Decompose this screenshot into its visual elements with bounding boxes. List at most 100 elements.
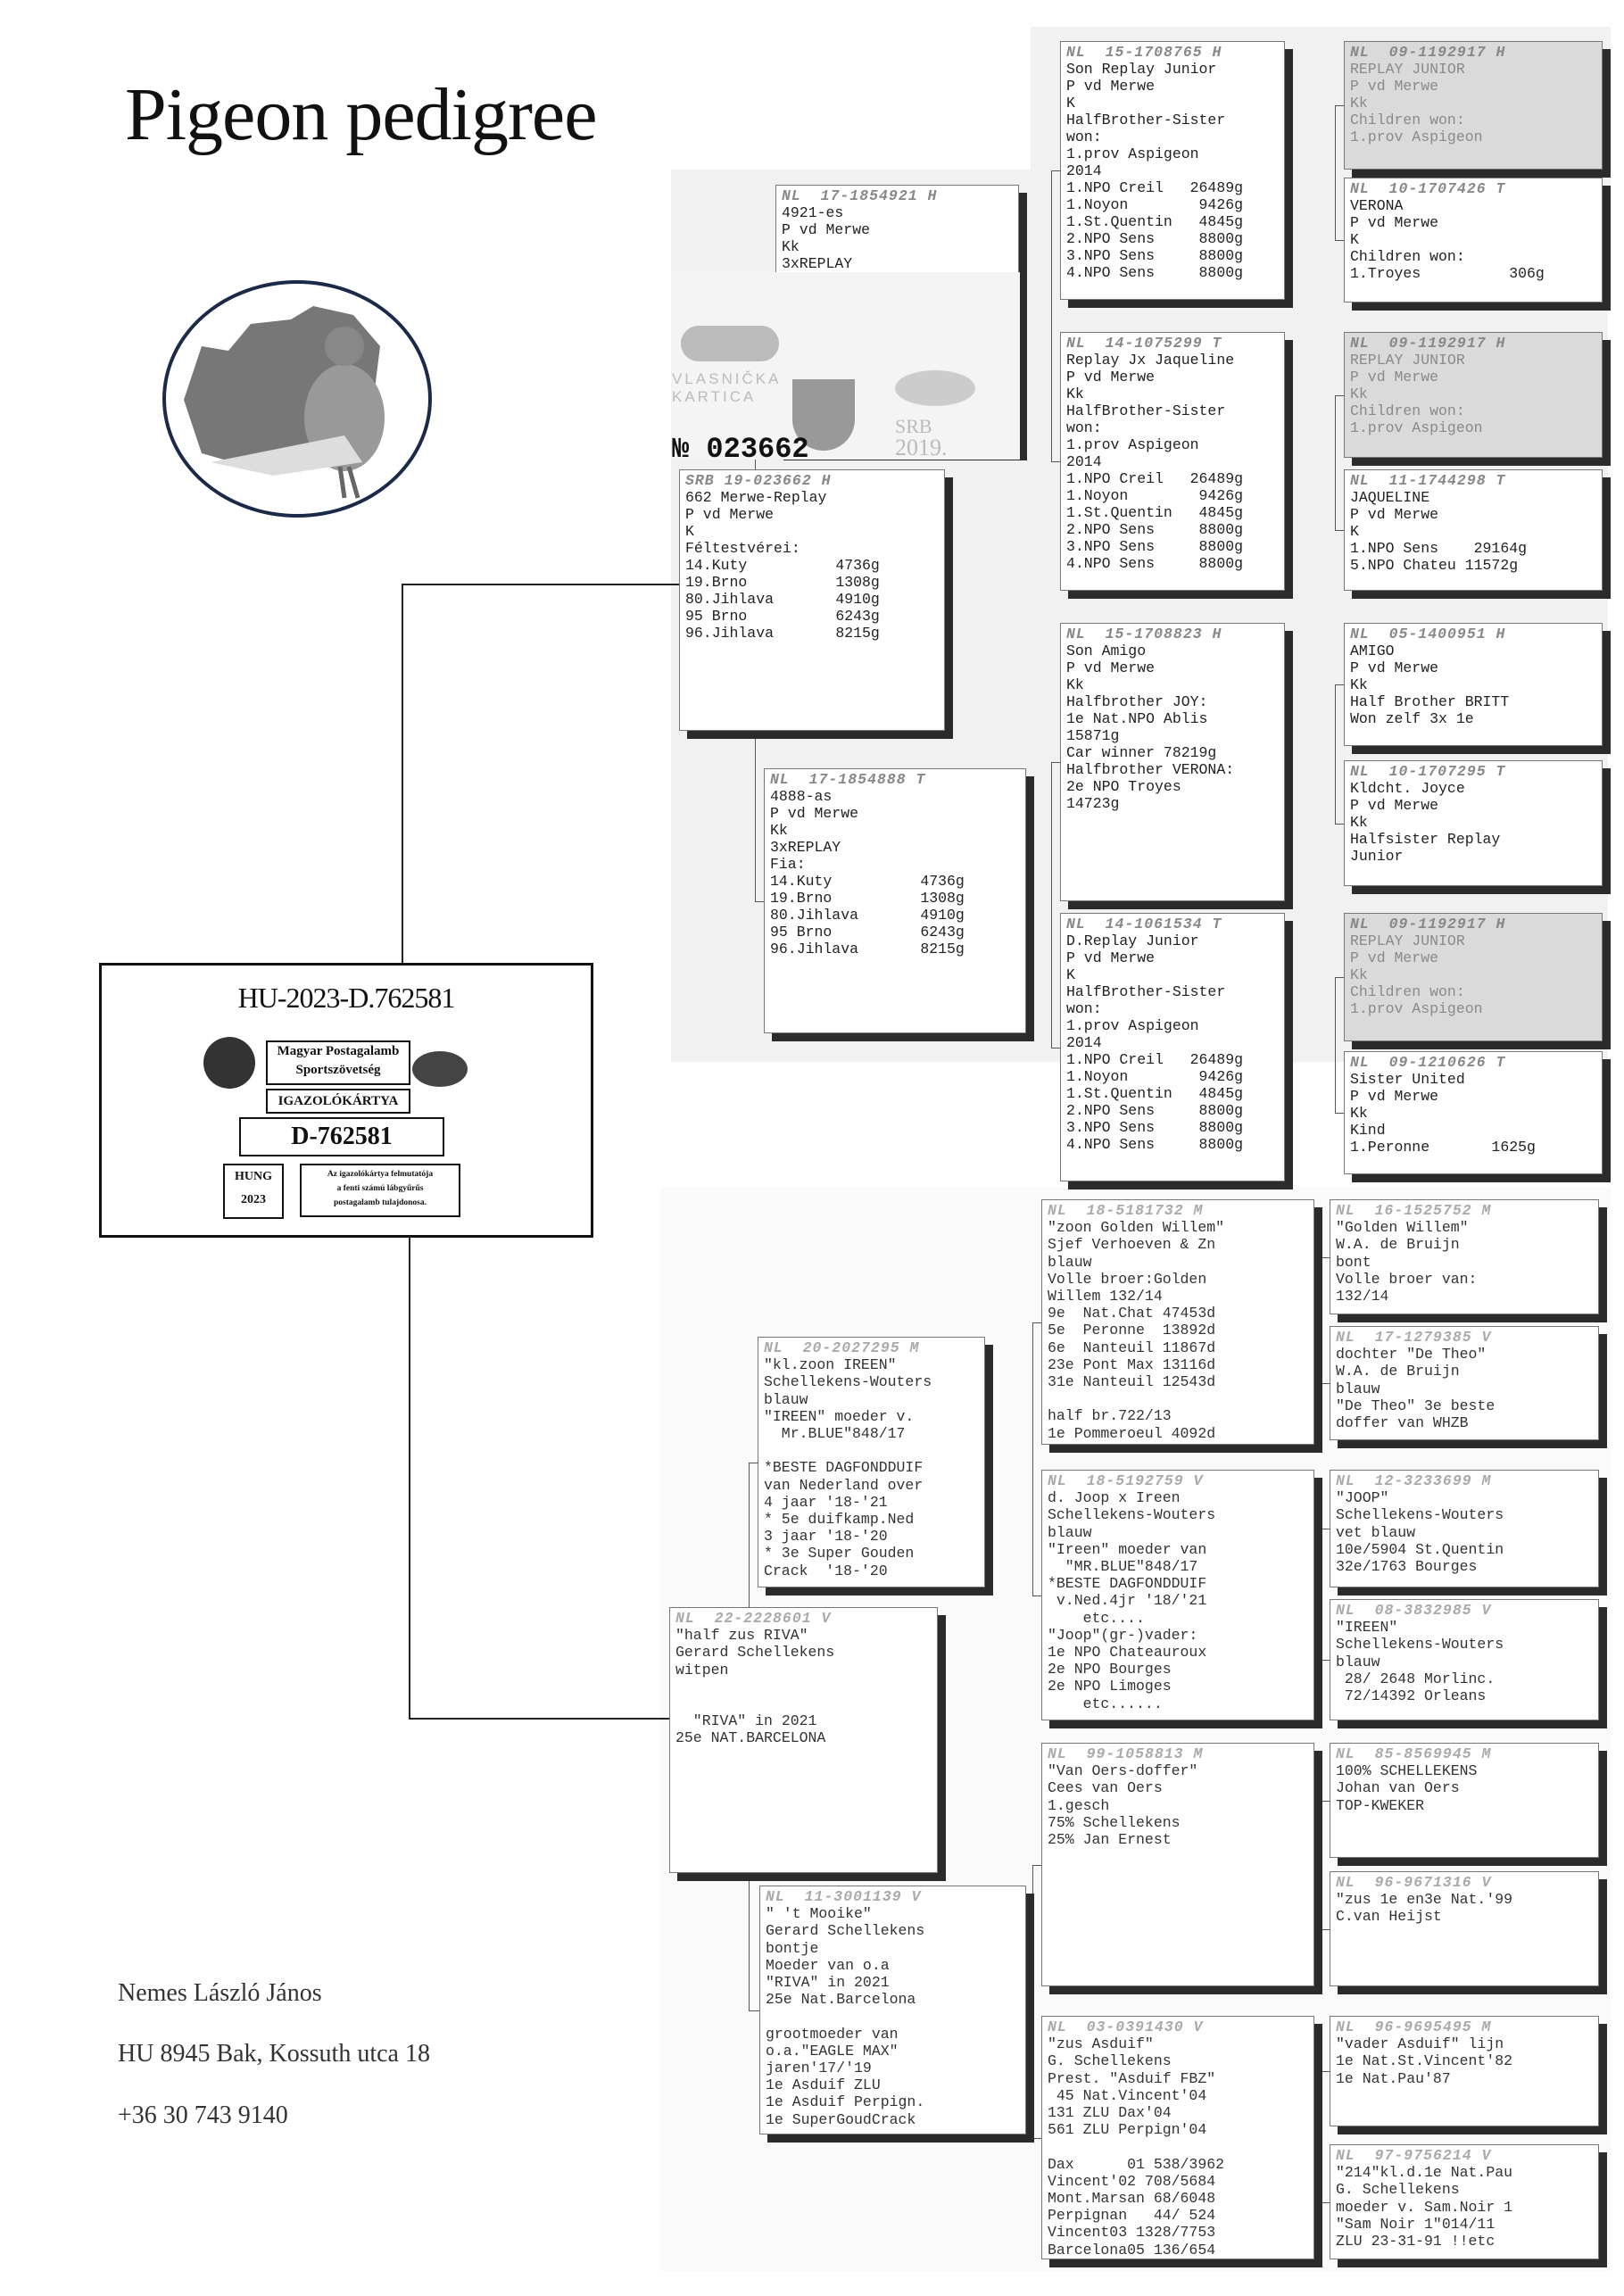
pedigree-box-ds: NL 20-2027295 M"kl.zoon IREEN"Schelleken… — [758, 1337, 985, 1587]
box-line: d. Joop x Ireen — [1048, 1489, 1181, 1507]
box-line: Schellekens-Wouters — [764, 1373, 932, 1391]
box-line: Kk — [1350, 1105, 1368, 1122]
connector-line — [1335, 105, 1336, 240]
box-line: 3xREPLAY — [770, 839, 841, 856]
box-line: Johan van Oers — [1336, 1779, 1460, 1797]
connector-line — [1051, 170, 1060, 171]
box-line: 1e Nat.NPO Ablis — [1066, 710, 1208, 727]
box-line: 3.NPO Sens 8800g — [1066, 538, 1244, 555]
box-line: etc.... — [1048, 1609, 1145, 1627]
pedigree-box-dam: NL 22-2228601 V"half zus RIVA"Gerard Sch… — [669, 1607, 938, 1873]
box-line: Barcelona05 136/654 — [1048, 2241, 1216, 2259]
box-line: G. Schellekens — [1336, 2181, 1460, 2199]
box-line: K — [1350, 231, 1359, 248]
owner-name: Nemes László János — [118, 1979, 322, 2007]
owner-phone: +36 30 743 9140 — [118, 2101, 288, 2129]
connector-line — [1321, 2071, 1330, 2072]
box-line: Fia: — [770, 856, 806, 873]
box-line: 1.prov Aspigeon — [1066, 1017, 1199, 1034]
box-line: Perpignan 44/ 524 — [1048, 2207, 1216, 2225]
box-line: 1.NPO Creil 26489g — [1066, 179, 1244, 196]
box-line: "Sam Noir 1"014/11 — [1336, 2215, 1496, 2233]
connector-line — [1051, 762, 1052, 1048]
box-line: 15871g — [1066, 727, 1120, 744]
connector-line — [1321, 1256, 1330, 1258]
box-line: 3.NPO Sens 8800g — [1066, 247, 1244, 264]
box-line: P vd Merwe — [1350, 214, 1439, 231]
box-line: 45 Nat.Vincent'04 — [1048, 2086, 1207, 2104]
box-line: Kk — [782, 238, 800, 255]
connector-line — [1032, 1864, 1033, 2138]
box-line: Halfbrother JOY: — [1066, 693, 1208, 710]
ring-number: NL 14-1075299 T — [1066, 335, 1222, 352]
box-line: 10e/5904 St.Quentin — [1336, 1540, 1504, 1558]
ring-number: NL 10-1707295 T — [1350, 763, 1506, 780]
box-line: P vd Merwe — [1350, 1088, 1439, 1105]
box-line: Sjef Verhoeven & Zn — [1048, 1236, 1216, 1254]
box-line: REPLAY JUNIOR — [1350, 352, 1465, 369]
owner-address: HU 8945 Bak, Kossuth utca 18 — [118, 2040, 430, 2068]
box-line: 80.Jihlava 4910g — [685, 591, 880, 608]
box-line: K — [1066, 95, 1075, 112]
box-line: 4 jaar '18-'21 — [764, 1493, 888, 1511]
box-line: "Golden Willem" — [1336, 1219, 1469, 1237]
box-line: 4.NPO Sens 8800g — [1066, 555, 1244, 572]
connector-line — [1335, 684, 1336, 824]
fci-logo-icon — [412, 1051, 468, 1087]
box-line: 2014 — [1066, 162, 1102, 179]
box-line: etc...... — [1048, 1695, 1163, 1712]
box-line: Kk — [1350, 814, 1368, 831]
ring-number: NL 12-3233699 M — [1336, 1472, 1492, 1489]
connector-line — [1335, 1113, 1344, 1114]
card-year: 2019. — [895, 435, 948, 460]
connector-line — [749, 2010, 759, 2011]
box-line: blauw — [1336, 1380, 1380, 1397]
box-line: Children won: — [1350, 402, 1465, 419]
box-line: " 't Mooike" — [766, 1905, 872, 1923]
connector-line — [402, 584, 679, 585]
connector-line — [1335, 823, 1344, 825]
card-type: IGAZOLÓKÁRTYA — [266, 1089, 410, 1114]
box-line: 25% Jan Ernest — [1048, 1831, 1172, 1849]
box-line: *BESTE DAGFONDDUIF — [1048, 1575, 1207, 1593]
box-line: 1.Noyon 9426g — [1066, 196, 1244, 213]
box-line: HalfBrother-Sister — [1066, 112, 1226, 128]
box-line: blauw — [1048, 1523, 1092, 1541]
box-line: "MR.BLUE"848/17 — [1048, 1558, 1198, 1576]
box-line: Gerard Schellekens — [766, 1922, 925, 1940]
connector-line — [1051, 461, 1060, 462]
box-line: Dax 01 538/3962 — [1048, 2155, 1225, 2173]
box-line: Kk — [1350, 966, 1368, 983]
ring-number: NL 11-3001139 V — [766, 1888, 922, 1905]
ring-number: NL 85-8569945 M — [1336, 1745, 1492, 1762]
box-line: 1e Asduif Perpign. — [766, 2093, 925, 2111]
box-line: 1.St.Quentin 4845g — [1066, 1085, 1244, 1102]
box-line: 1.prov Aspigeon — [1066, 436, 1199, 453]
connector-line — [409, 1718, 669, 1720]
page-title: Pigeon pedigree — [125, 73, 597, 156]
ring-number: NL 96-9671316 V — [1336, 1874, 1492, 1891]
box-line: Car winner 78219g — [1066, 744, 1217, 761]
box-line: Vincent03 1328/7753 — [1048, 2224, 1216, 2242]
connector-line — [1032, 1864, 1041, 1866]
box-line: blauw — [1336, 1653, 1380, 1670]
box-line: Vincent'02 708/5684 — [1048, 2172, 1216, 2190]
box-line: Volle broer:Golden — [1048, 1270, 1207, 1288]
box-line: o.a."EAGLE MAX" — [766, 2042, 899, 2060]
box-line: "zoon Golden Willem" — [1048, 1219, 1225, 1237]
box-line: 2.NPO Sens 8800g — [1066, 1102, 1244, 1119]
box-line: Children won: — [1350, 983, 1465, 1000]
connector-line — [1321, 1660, 1330, 1661]
box-line: 32e/1763 Bourges — [1336, 1558, 1478, 1576]
box-line: Son Replay Junior — [1066, 61, 1217, 78]
box-line: 2e NPO Troyes — [1066, 778, 1181, 795]
pedigree-box-dsdd: NL 08-3832985 V"IREEN"Schellekens-Wouter… — [1330, 1599, 1599, 1720]
card-country-year: HUNG 2023 — [223, 1164, 284, 1219]
ring-number: NL 08-3832985 V — [1336, 1602, 1492, 1619]
box-line: Kk — [1350, 676, 1368, 693]
note-line: a fenti számú lábgyűrűs — [336, 1184, 424, 1193]
